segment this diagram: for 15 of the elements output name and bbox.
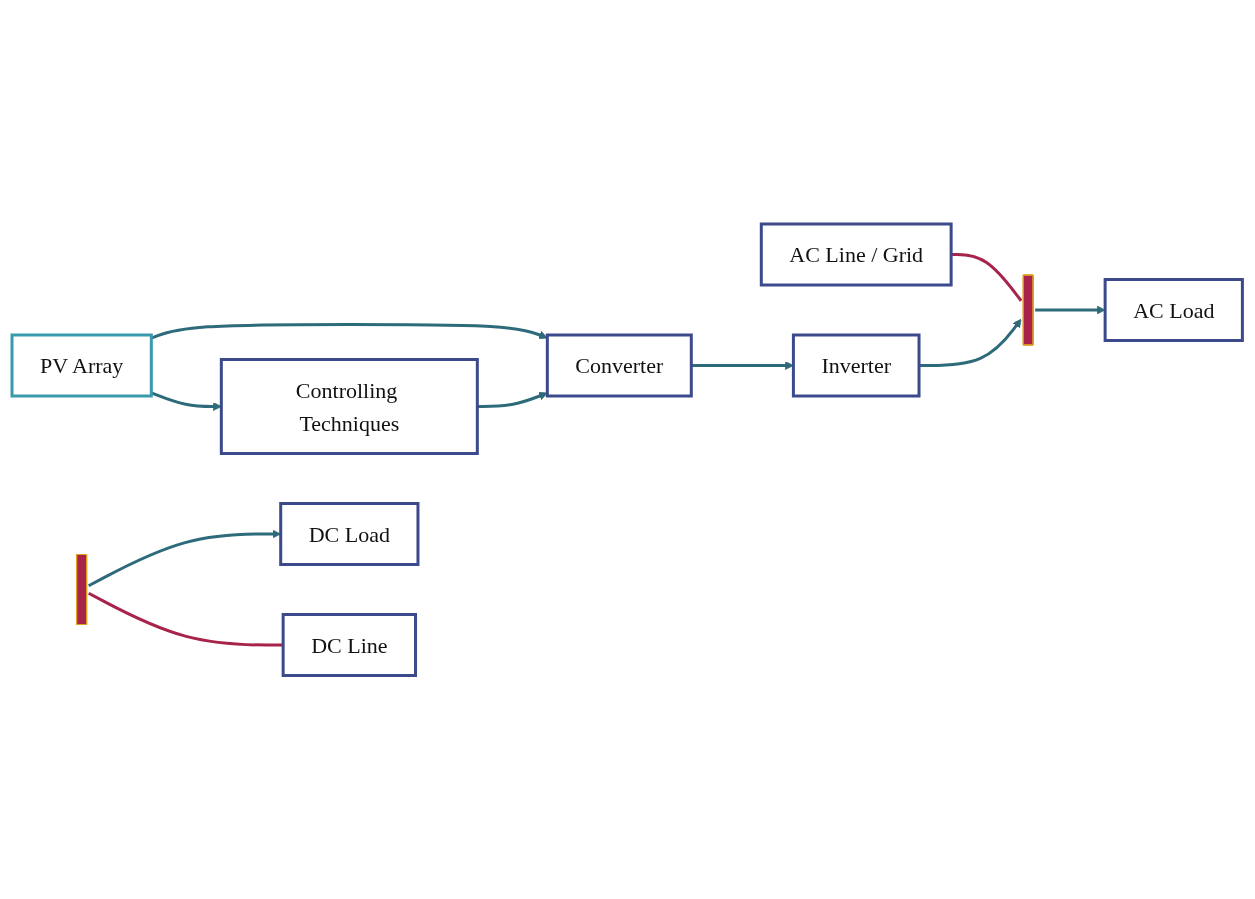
- arrow: [151, 322, 548, 340]
- node-box: Converter: [546, 333, 694, 398]
- node-box: Controlling Techniques: [220, 357, 480, 455]
- arrow: [1035, 305, 1106, 315]
- node-box: Inverter: [792, 333, 921, 398]
- node-box: PV Array: [10, 333, 154, 398]
- connector: [88, 591, 284, 647]
- connector: [951, 252, 1023, 302]
- node-box: AC Load: [1103, 277, 1245, 342]
- node-box: AC Line / Grid: [760, 222, 953, 287]
- arrow: [919, 318, 1022, 367]
- node-box: DC Load: [279, 501, 420, 566]
- arrow: [151, 391, 222, 411]
- node-box: DC Line: [281, 612, 418, 677]
- arrow: [477, 391, 548, 408]
